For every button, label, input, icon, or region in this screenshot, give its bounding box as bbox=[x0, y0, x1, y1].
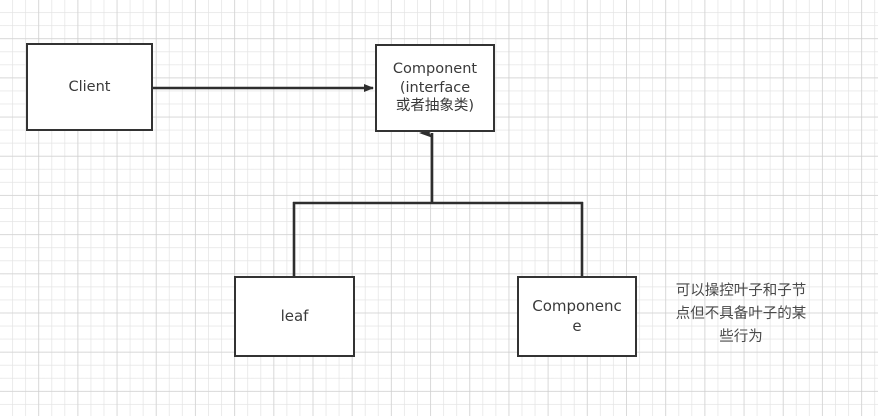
node-client[interactable]: Client bbox=[26, 43, 153, 131]
node-composite-label: Componence bbox=[532, 297, 622, 335]
annotation-line-3: 些行为 bbox=[719, 328, 763, 345]
node-leaf-label: leaf bbox=[280, 306, 309, 325]
node-component-label: Component (interface 或者抽象类) bbox=[392, 61, 478, 115]
composite-annotation: 可以操控叶子和子节 点但不具备叶子的某 些行为 bbox=[657, 280, 825, 349]
annotation-line-1: 可以操控叶子和子节 bbox=[675, 283, 807, 299]
node-leaf[interactable]: leaf bbox=[234, 276, 355, 357]
annotation-line-2: 点但不具备叶子的某 bbox=[675, 305, 807, 322]
node-component[interactable]: Component (interface 或者抽象类) bbox=[375, 44, 495, 132]
node-client-label: Client bbox=[68, 78, 111, 95]
node-composite[interactable]: Componence bbox=[517, 276, 637, 357]
